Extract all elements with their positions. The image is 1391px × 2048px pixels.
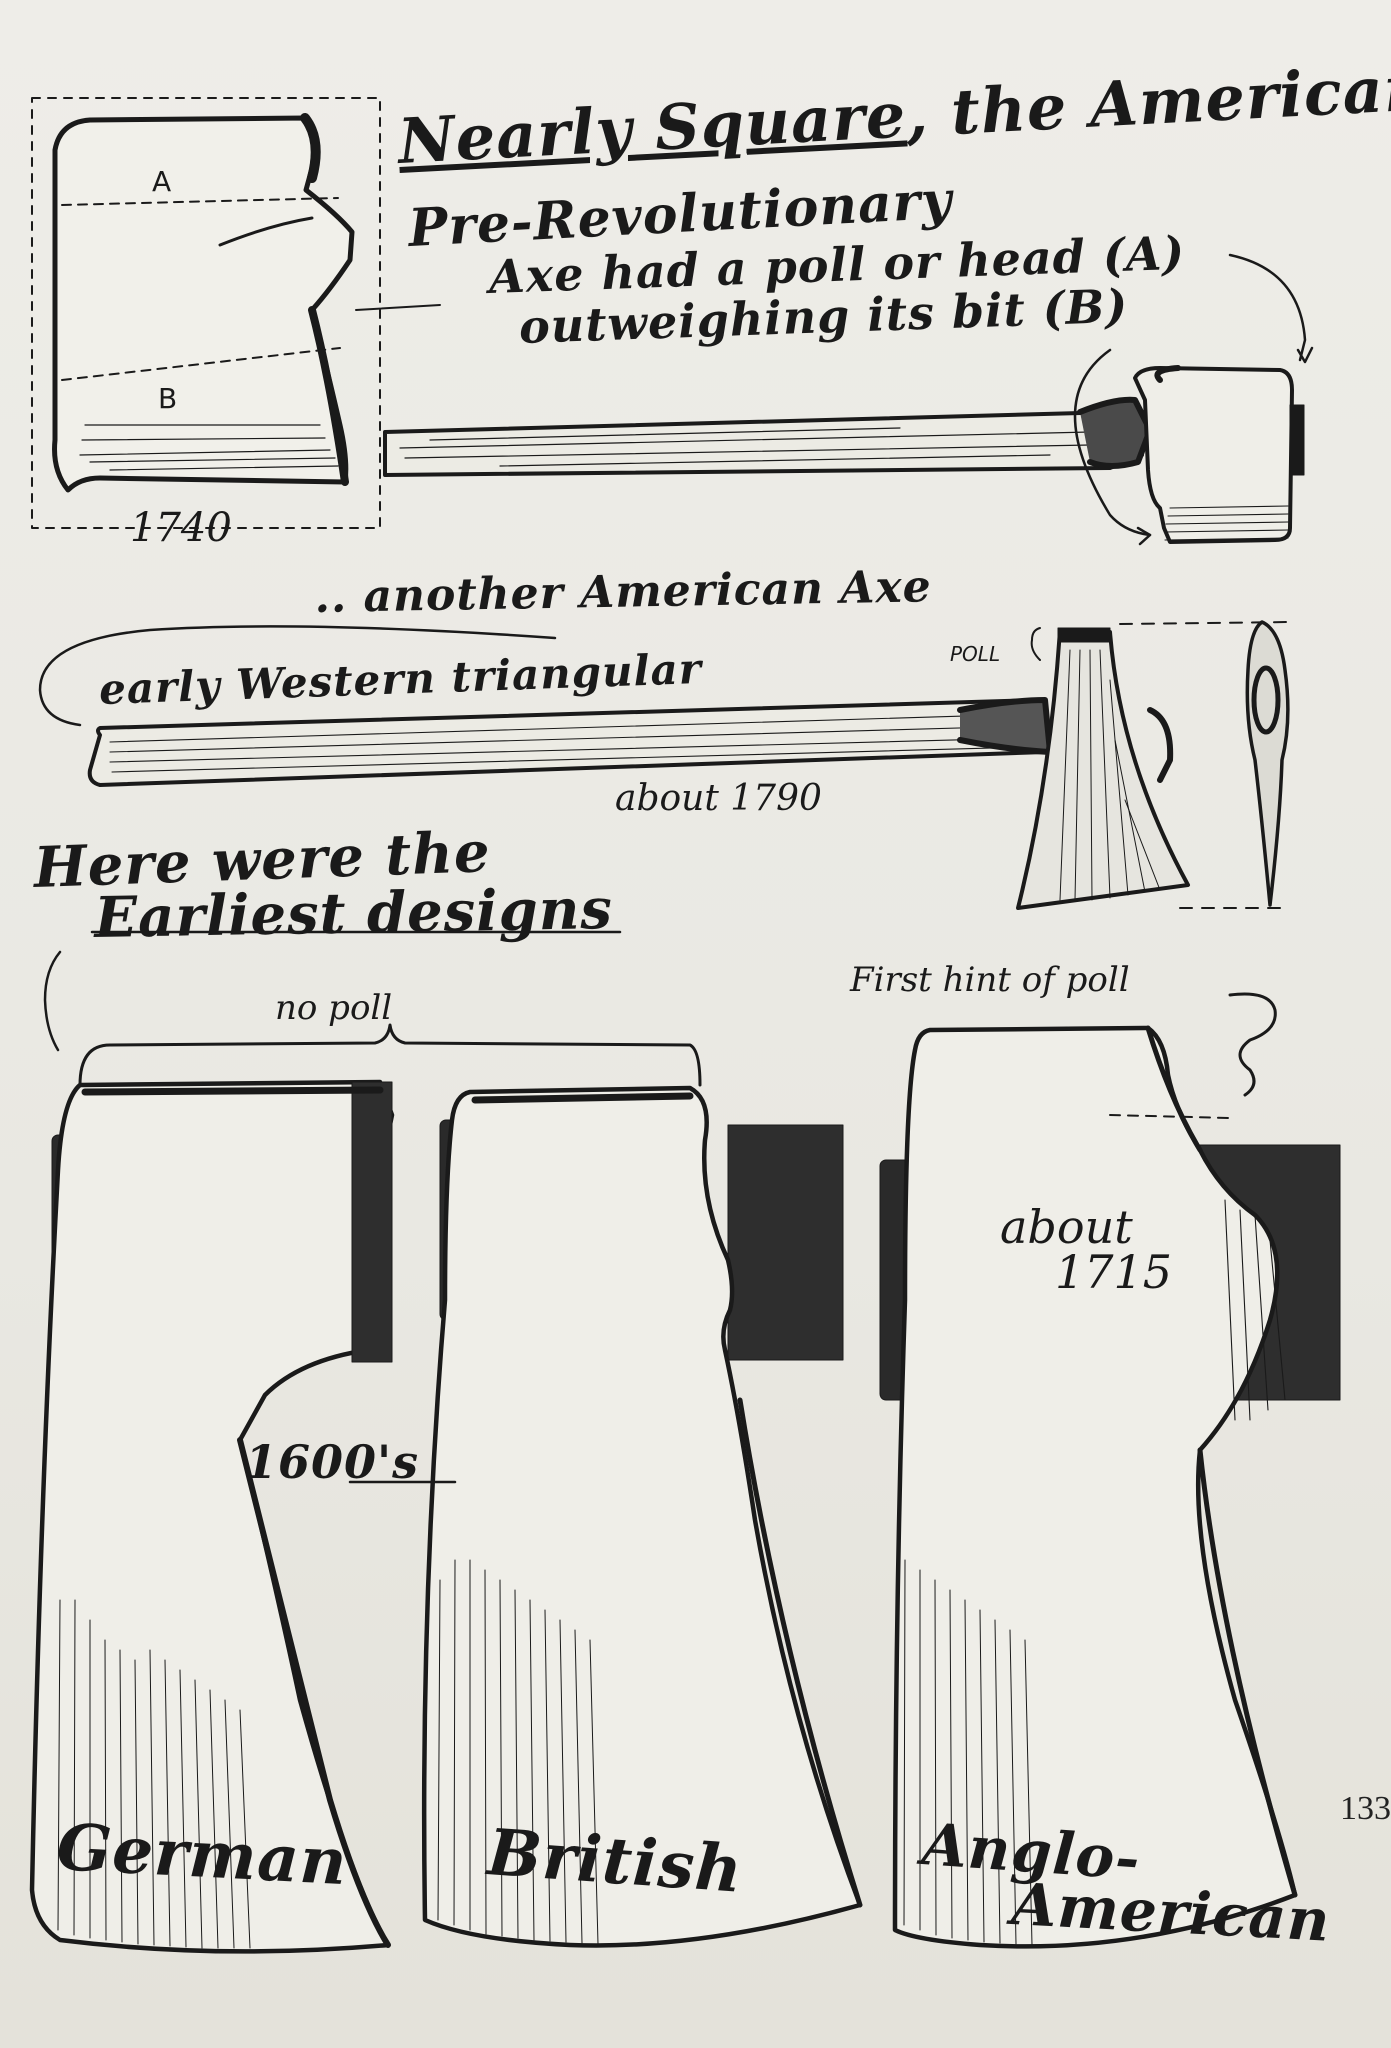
date-anglo-about: about (1000, 1200, 1133, 1254)
label-german: German (55, 1810, 350, 1901)
text-another-american-axe: .. another American Axe (314, 561, 933, 623)
axe-head-british (421, 1085, 863, 1948)
axe-head-1740 (31, 97, 441, 529)
axe-triangular-1790 (38, 620, 1291, 910)
year-about-1790: about 1790 (615, 778, 822, 819)
axe-head-anglo-american (879, 992, 1341, 1949)
date-german: 1600's (245, 1435, 420, 1489)
year-1740: 1740 (130, 505, 232, 551)
axe-head-german (29, 1079, 395, 1954)
label-b: B (158, 382, 178, 415)
date-anglo-1715: 1715 (1055, 1245, 1173, 1299)
heading-earliest-designs: Earliest designs (93, 875, 614, 951)
label-first-hint-of-poll: First hint of poll (850, 960, 1130, 1000)
label-poll: POLL (950, 642, 1001, 666)
label-no-poll: no poll (275, 988, 393, 1028)
axe-hafted-1740 (383, 253, 1314, 546)
label-a: A (152, 165, 172, 198)
page-number: 133 (1340, 1790, 1391, 1827)
